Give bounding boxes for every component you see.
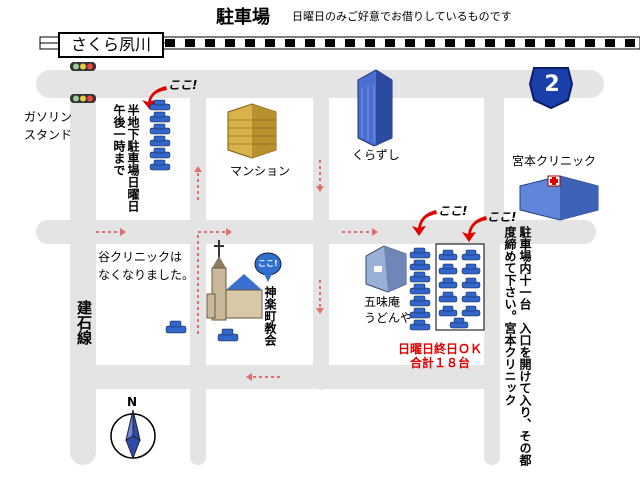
car-icon bbox=[149, 135, 171, 147]
car-icon bbox=[461, 263, 481, 275]
car-icon bbox=[149, 123, 171, 135]
north-label: N bbox=[127, 395, 138, 409]
arrow-head-icon bbox=[120, 228, 126, 236]
mansion-icon bbox=[227, 103, 277, 159]
car-icon bbox=[409, 259, 431, 271]
car-icon bbox=[149, 99, 171, 111]
total-label: 合計１８台 bbox=[410, 356, 471, 370]
car-icon bbox=[149, 159, 171, 171]
car-icon bbox=[217, 328, 239, 342]
sunday-ok-label: 日曜日終日ＯＫ bbox=[398, 342, 483, 356]
mansion-label: マンション bbox=[230, 164, 291, 178]
arrow-head-icon bbox=[316, 308, 324, 314]
compass-icon bbox=[110, 409, 156, 460]
car-icon bbox=[449, 317, 469, 329]
road-col-4 bbox=[484, 70, 500, 465]
church-icon bbox=[206, 240, 263, 321]
tower-icon bbox=[357, 69, 393, 147]
car-icon bbox=[149, 147, 171, 159]
car-icon bbox=[409, 283, 431, 295]
arrow-head-icon bbox=[194, 166, 202, 172]
car-icon bbox=[409, 271, 431, 283]
left-road bbox=[70, 70, 96, 465]
traffic-light-icon bbox=[70, 94, 96, 103]
bottom-road bbox=[70, 365, 500, 389]
car-icon bbox=[438, 291, 458, 303]
car-icon bbox=[461, 291, 481, 303]
car-icon bbox=[409, 247, 431, 259]
arrow-head-icon bbox=[226, 228, 232, 236]
car-icon bbox=[461, 305, 481, 317]
miyamoto-parking-note: 駐車場内十一台 入口を開けて入り、その都度締めて下さい。宮本クリニック bbox=[503, 226, 532, 466]
station-name: さくら夙川 bbox=[58, 32, 164, 58]
car-icon bbox=[409, 319, 431, 331]
road-col-3 bbox=[313, 70, 329, 390]
car-icon bbox=[438, 305, 458, 317]
parking-left-label: 半地下駐車場日曜日午後一時まで bbox=[112, 104, 140, 212]
arrow-head-icon bbox=[246, 373, 252, 381]
kurazushi-label: くらずし bbox=[352, 148, 400, 162]
miyamoto-clinic-label: 宮本クリニック bbox=[512, 154, 597, 168]
road-label: 建石線 bbox=[75, 300, 93, 345]
title-note: 日曜日のみご好意でお借りしているものです bbox=[292, 10, 512, 23]
route-number: 2 bbox=[544, 72, 560, 97]
koko-marker-3: ここ! bbox=[487, 210, 517, 224]
traffic-light-icon bbox=[70, 62, 96, 71]
red-arrow-icon bbox=[412, 210, 437, 236]
page-title: 駐車場 bbox=[216, 7, 270, 28]
car-icon bbox=[149, 111, 171, 123]
road-col-5 bbox=[500, 98, 504, 220]
church-label: 神楽町教会 bbox=[263, 286, 277, 346]
car-icon bbox=[461, 249, 481, 261]
speech-bubble-icon bbox=[254, 252, 282, 282]
car-icon bbox=[461, 277, 481, 289]
shop-icon bbox=[365, 245, 407, 293]
red-arrow-icon bbox=[462, 216, 487, 242]
hospital-icon bbox=[519, 175, 599, 221]
arrow-head-icon bbox=[316, 186, 324, 192]
car-icon bbox=[409, 295, 431, 307]
car-icon bbox=[438, 277, 458, 289]
church-bubble-text: ここ! bbox=[258, 259, 278, 268]
car-icon bbox=[438, 249, 458, 261]
red-arrow-icon bbox=[142, 86, 167, 110]
arrow-head-icon bbox=[372, 228, 378, 236]
koko-marker-2: ここ! bbox=[438, 204, 468, 218]
goshian-label: 五味庵 うどんや bbox=[364, 295, 413, 325]
koko-marker-1: ここ! bbox=[168, 78, 198, 92]
gas-station-label: ガソリン スタンド bbox=[24, 110, 73, 142]
car-icon bbox=[409, 307, 431, 319]
tani-clinic-note: 谷クリニックは なくなりました。 bbox=[98, 250, 195, 282]
car-icon bbox=[438, 263, 458, 275]
car-icon bbox=[165, 320, 187, 334]
